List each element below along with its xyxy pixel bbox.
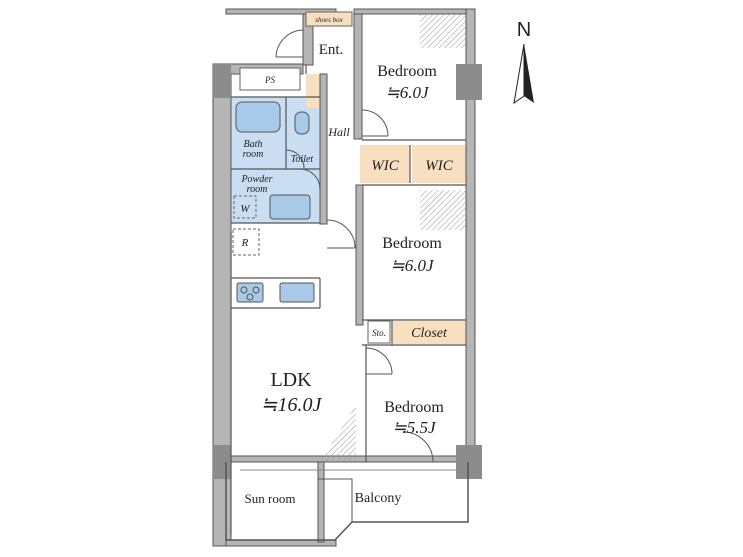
washer-label: W [240, 203, 250, 215]
hatch-bedroom-1 [420, 14, 466, 48]
hatch-ldk [320, 405, 356, 462]
compass: N [513, 19, 534, 105]
door-swings [275, 29, 434, 463]
bedroom-2-label: Bedroom [382, 235, 442, 252]
wic-2-label: WIC [425, 158, 453, 174]
sun-room-label: Sun room [245, 491, 296, 506]
wic-1-area [360, 145, 410, 183]
ldk-label: LDK [270, 369, 312, 391]
entrance-step-area [306, 74, 320, 108]
bedroom-1-size: ≒6.0J [385, 83, 430, 102]
bedroom-3-label: Bedroom [384, 399, 444, 416]
hall-label: Hall [327, 125, 350, 139]
powder-label: Powder [240, 174, 272, 185]
north-label: N [517, 19, 531, 41]
storage-box [367, 320, 391, 344]
bath-label: Bath [244, 139, 263, 150]
stove-burners [240, 286, 260, 301]
balcony-rail-inner [318, 478, 353, 522]
storage-label: Sto. [372, 328, 386, 338]
toilet-label: Toilet [291, 154, 314, 165]
closet-area [393, 321, 467, 344]
ldk-size: ≒16.0J [261, 394, 323, 416]
entrance-label: Ent. [319, 42, 344, 58]
kitchen-sink [279, 282, 315, 303]
balcony-label: Balcony [355, 491, 402, 506]
closet-label: Closet [411, 326, 448, 341]
bedroom-1-label: Bedroom [377, 63, 437, 80]
shoes-box [305, 11, 353, 27]
bedroom-2-size: ≒6.0J [390, 256, 435, 275]
wic-2-area [412, 145, 467, 183]
kitchen-stove [236, 282, 264, 303]
north-arrow-icon [513, 43, 534, 105]
hatch-bedroom-2 [420, 190, 466, 230]
fixtures [235, 101, 315, 303]
washer-spot [233, 195, 257, 219]
bath-room-label: room [243, 149, 264, 160]
pillars [213, 64, 482, 479]
interior-lines [230, 65, 466, 535]
powder-room-label: room [247, 184, 268, 195]
fridge-spot [232, 228, 260, 256]
balcony-rail [225, 462, 469, 541]
bedroom-3-size: ≒5.5J [392, 418, 437, 437]
shoes-box-label: shoes box [315, 16, 343, 24]
toilet-bowl [294, 111, 310, 135]
bathtub [235, 101, 281, 133]
washbasin [269, 194, 311, 220]
ps-box [239, 67, 301, 91]
refrigerator-label: R [241, 237, 249, 249]
wic-1-label: WIC [371, 158, 399, 174]
ps-label: PS [264, 75, 275, 85]
